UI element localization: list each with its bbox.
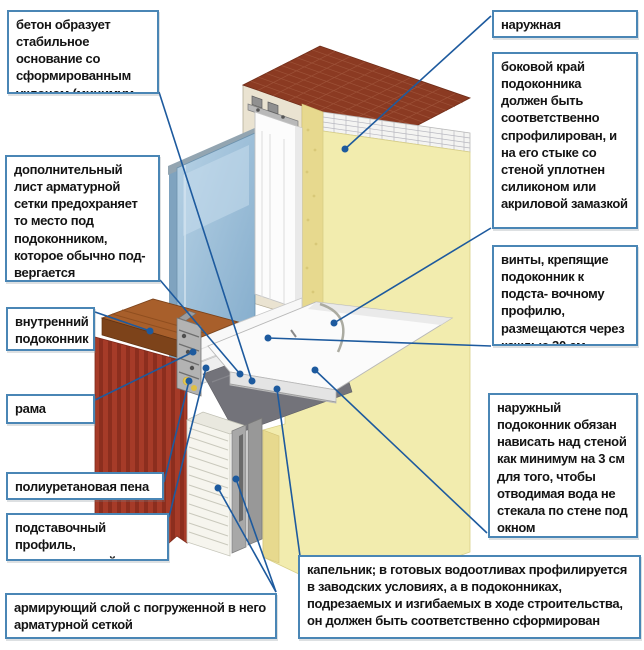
sill-screw-mark (290, 329, 297, 338)
support-profile-plate-2 (247, 417, 263, 546)
label-reinforcing-layer: армирующий слой с погруженной в него арм… (5, 593, 277, 639)
leader-drip (276, 388, 301, 557)
bottom-wall-section (186, 411, 263, 557)
leader-dots (146, 145, 349, 492)
label-side-edge: боковой край подоконника должен быть соо… (492, 52, 638, 229)
top-anchor-bracket (247, 95, 299, 128)
leader-lines (94, 15, 492, 593)
leader-reinforce-1 (217, 487, 277, 593)
outer-sill-back-shadow (308, 302, 452, 325)
outer-sill-top (207, 301, 454, 391)
drip-edge-line (229, 383, 337, 403)
stucco-cut-edge (301, 103, 324, 321)
leader-sideedge (333, 227, 492, 324)
leader-frame (94, 351, 194, 401)
support-profile-slot (239, 434, 243, 522)
window-assembly (168, 95, 303, 378)
leader-reinforce-2 (235, 478, 277, 593)
label-screws: винты, крепящие подоконник к подста- воч… (492, 245, 638, 346)
sill-area (182, 297, 454, 435)
leader-concrete (158, 91, 253, 382)
label-drip-edge: капельник; в готовых водоотливах профили… (298, 555, 641, 639)
insulation-hatch (188, 427, 229, 546)
label-frame: рама (6, 394, 95, 424)
label-inner-sill: внутренний подоконник (6, 307, 95, 351)
label-concrete-base: бетон образует стабильное основание со с… (7, 10, 159, 94)
label-outer-plaster: наружная штукатурка (492, 10, 638, 38)
leader-extramesh (159, 279, 241, 375)
leader-screws (267, 337, 492, 347)
leader-plaster (344, 15, 492, 150)
label-extra-mesh: дополнительный лист арматурной сетки пре… (5, 155, 160, 282)
label-foam: полиуретановая пена (6, 472, 164, 500)
sill-side-edge-curve (319, 302, 345, 353)
frame-shadow-edge (295, 126, 302, 310)
glass-reflection (183, 145, 249, 236)
mesh-band-grid (322, 113, 471, 152)
leader-outersill (314, 369, 488, 534)
insulation-front (186, 419, 231, 557)
mounting-bracket (176, 310, 202, 397)
label-base-profile: подставочный профиль, прикрепляемый к ст… (6, 513, 169, 561)
frame-profile-lines (261, 131, 285, 304)
leader-baseprof (168, 367, 207, 518)
leader-foam (163, 380, 190, 483)
label-outer-sill: наружный подоконник обязан нависать над … (488, 393, 638, 538)
leader-innersill (94, 311, 151, 332)
stucco-texture-dots (305, 128, 318, 294)
outer-sill-front (229, 371, 337, 404)
stucco-cut-edge-lower (262, 429, 280, 564)
